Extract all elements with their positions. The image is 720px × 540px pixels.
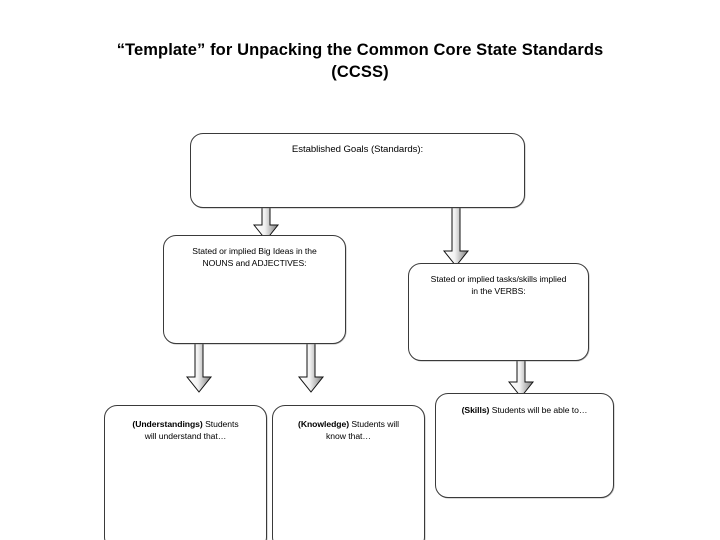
knowledge-line-1-rest: Students will <box>349 419 399 429</box>
node-established-goals-label: Established Goals (Standards): <box>291 144 424 155</box>
nouns-line-2: NOUNS and ADJECTIVES: <box>202 258 307 269</box>
node-skills[interactable]: (Skills) Students will be able to… <box>435 393 614 498</box>
nouns-line-1: Stated or implied Big Ideas in the <box>192 246 317 256</box>
arrow-nouns-to-knowledge <box>297 340 325 393</box>
verbs-line-2: in the VERBS: <box>471 286 526 297</box>
node-knowledge[interactable]: (Knowledge) Students will know that… <box>272 405 425 540</box>
node-verbs[interactable]: Stated or implied tasks/skills implied i… <box>408 263 589 361</box>
node-nouns-adjectives-label: Stated or implied Big Ideas in the NOUNS… <box>164 236 345 269</box>
arrow-goals-to-nouns <box>252 204 280 241</box>
skills-line-1-rest: Students will be able to… <box>489 405 588 415</box>
page-title-line-2: (CCSS) <box>331 62 389 81</box>
verbs-line-1: Stated or implied tasks/skills implied <box>430 274 567 284</box>
understandings-line-2: will understand that… <box>144 431 227 442</box>
understandings-bold-prefix: (Understandings) <box>132 419 203 429</box>
understandings-line-1-rest: Students <box>202 419 239 429</box>
knowledge-line-2: know that… <box>326 431 371 442</box>
knowledge-bold-prefix: (Knowledge) <box>298 419 350 429</box>
node-skills-label: (Skills) Students will be able to… <box>436 394 613 416</box>
node-knowledge-label: (Knowledge) Students will know that… <box>273 406 424 442</box>
node-nouns-adjectives[interactable]: Stated or implied Big Ideas in the NOUNS… <box>163 235 346 344</box>
page-title: “Template” for Unpacking the Common Core… <box>45 40 675 84</box>
skills-bold-prefix: (Skills) <box>461 405 490 415</box>
arrow-goals-to-verbs <box>442 204 470 267</box>
page-title-line-1: “Template” for Unpacking the Common Core… <box>116 41 604 59</box>
node-verbs-label: Stated or implied tasks/skills implied i… <box>409 264 588 297</box>
node-understandings[interactable]: (Understandings) Students will understan… <box>104 405 267 540</box>
arrow-verbs-to-skills <box>507 357 535 398</box>
node-established-goals[interactable]: Established Goals (Standards): <box>190 133 525 208</box>
arrow-nouns-to-understandings <box>185 340 213 393</box>
node-understandings-label: (Understandings) Students will understan… <box>105 406 266 442</box>
